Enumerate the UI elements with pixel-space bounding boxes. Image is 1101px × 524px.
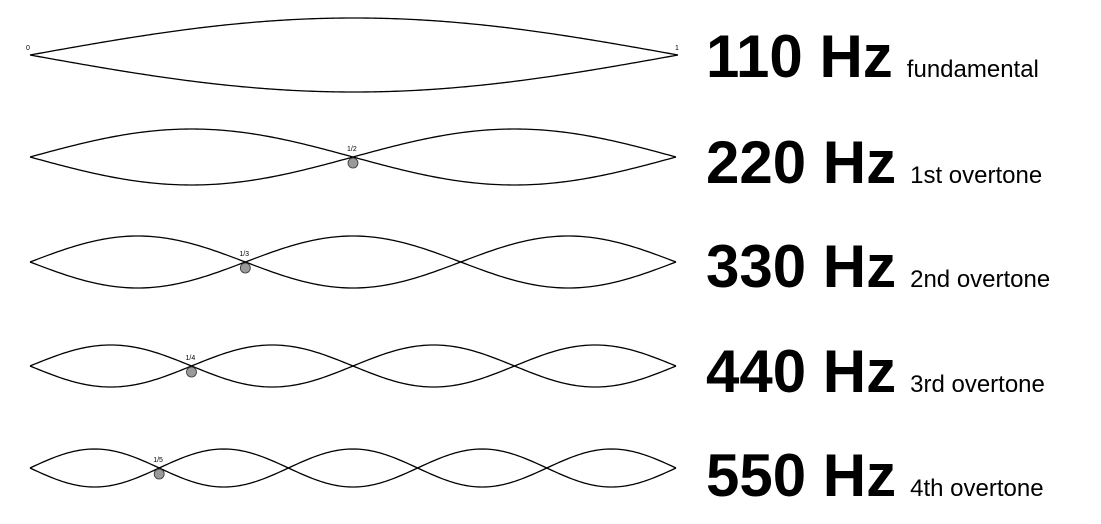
tone-name: 1st overtone <box>910 162 1043 189</box>
tone-name: 4th overtone <box>910 475 1044 502</box>
tone-name: fundamental <box>906 56 1039 83</box>
frequency-value: 330 Hz <box>706 233 897 300</box>
node-marker <box>239 262 251 274</box>
string-wave-upper <box>29 17 679 56</box>
frequency-value: 550 Hz <box>706 442 897 509</box>
tone-name: 2nd overtone <box>910 266 1051 293</box>
string-wave-lower <box>29 128 677 186</box>
frequency-value: 110 Hz <box>706 23 893 90</box>
node-marker <box>153 468 165 480</box>
string-wave-lower <box>29 235 677 289</box>
tone-name: 3rd overtone <box>910 371 1045 398</box>
string-wave-lower <box>29 344 677 388</box>
string-start-label: 0 <box>26 45 30 52</box>
node-fraction-label: 1/5 <box>153 457 163 464</box>
string-wave-lower <box>29 448 677 488</box>
node-marker <box>347 157 359 169</box>
harmonic-label-3: 330 Hz 2nd overtone <box>706 232 1050 302</box>
string-wave-lower <box>29 54 679 93</box>
string-wave-upper <box>29 448 677 488</box>
string-end-label: 1 <box>675 45 679 52</box>
frequency-value: 220 Hz <box>706 129 897 196</box>
node-fraction-label: 1/2 <box>347 146 357 153</box>
harmonic-label-2: 220 Hz 1st overtone <box>706 128 1042 198</box>
harmonic-label-4: 440 Hz 3rd overtone <box>706 337 1045 407</box>
harmonic-label-5: 550 Hz 4th overtone <box>706 441 1044 511</box>
node-fraction-label: 1/3 <box>239 251 249 258</box>
string-wave-upper <box>29 235 677 289</box>
harmonic-label-1: 110 Hz fundamental <box>706 22 1039 92</box>
node-marker <box>186 366 197 378</box>
frequency-value: 440 Hz <box>706 338 897 405</box>
node-fraction-label: 1/4 <box>186 355 196 362</box>
